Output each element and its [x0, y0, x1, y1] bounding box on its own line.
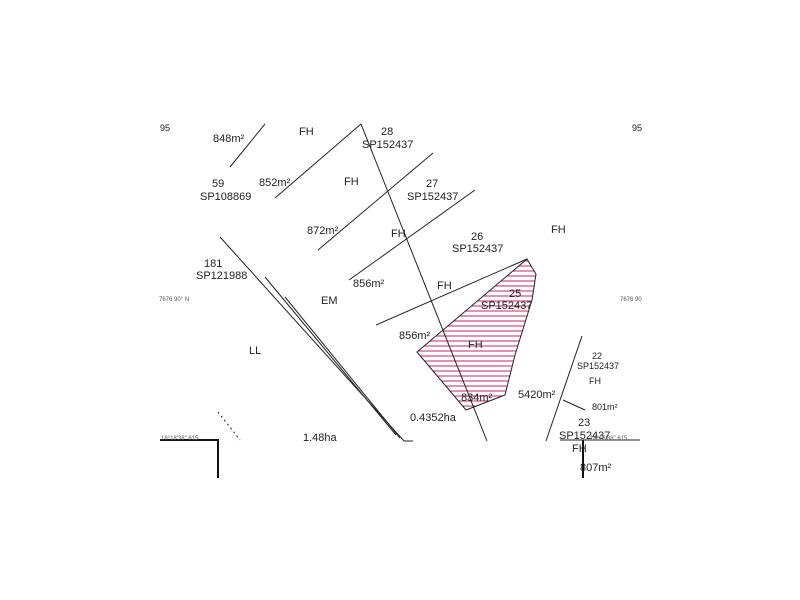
lot-181-plan: SP121988: [196, 270, 247, 282]
parcel-59-plan: SP108869: [200, 191, 251, 203]
lot-unl-25-boundary: [375, 258, 528, 326]
road-boundary-inner: [264, 276, 397, 436]
margin-note-bottom-left: 18°18'38" 615: [161, 436, 199, 442]
lot-181-number: 181: [204, 258, 222, 270]
lot-28-tenure: FH: [299, 126, 314, 138]
margin-note-left: 7676 90° N: [159, 297, 189, 303]
lot-26-unl-boundary: [348, 189, 476, 281]
lot-22-23-boundary: [562, 399, 586, 411]
lot-25-boundary[interactable]: [416, 258, 537, 411]
ll-area: 1.48ha: [303, 432, 338, 444]
lot-27-number: 27: [426, 178, 438, 190]
road-boundary-inner2: [284, 296, 401, 439]
margin-note-bottom-right: 18°18'38" 615: [590, 436, 628, 442]
parcel-59-number: 59: [212, 178, 224, 190]
lot-23-plan: SP152437: [559, 430, 610, 442]
lot-unlabelled-tenure: FH: [437, 280, 452, 292]
margin-note-right: 7676 90: [620, 297, 642, 303]
lot-22-west-boundary: [545, 335, 583, 442]
lot-28-plan: SP152437: [362, 139, 413, 151]
ll-corner-boundary: [160, 439, 219, 478]
lot-28-27-boundary: [274, 123, 362, 199]
lot-27-plan: SP152437: [407, 191, 458, 203]
lot-25-area: 856m²: [399, 330, 431, 342]
lot-25-tenure: FH: [468, 339, 483, 351]
corner-top-left: 95: [160, 123, 170, 133]
lot-25-inner-area: 834m²: [461, 392, 493, 404]
lot-27-area: 852m²: [259, 177, 291, 189]
lot-27-26-boundary: [317, 152, 434, 251]
road-area: 0.4352ha: [410, 412, 457, 424]
road-boundary-east: [360, 123, 488, 442]
lot-25-plan: SP152437: [481, 300, 532, 312]
ll-label: LL: [249, 345, 261, 357]
road-boundary-west: [219, 236, 405, 442]
lot-22-area: 801m²: [592, 402, 618, 412]
lot-28-area: 848m²: [213, 133, 245, 145]
right-fh: FH: [551, 224, 566, 236]
lot-26-tenure: FH: [391, 228, 406, 240]
lot-23-number: 23: [578, 417, 590, 429]
lot-23-tenure: FH: [572, 443, 587, 455]
lot-25-number: 25: [509, 288, 521, 300]
lot-23-area: 807m²: [580, 462, 612, 474]
lot-22-number: 22: [592, 351, 602, 361]
lot-26-number: 26: [471, 231, 483, 243]
lot-26-area: 872m²: [307, 225, 339, 237]
lot-27-tenure: FH: [344, 176, 359, 188]
lot-22-plan: SP152437: [577, 361, 619, 371]
lot-26-plan: SP152437: [452, 243, 503, 255]
lot-22-tenure: FH: [589, 376, 601, 386]
easement-label: EM: [321, 295, 338, 307]
lot-unlabelled-area: 856m²: [353, 278, 385, 290]
lot-28-number: 28: [381, 126, 393, 138]
corner-top-right: 95: [632, 123, 642, 133]
dashed-mark: [217, 411, 241, 441]
lot-28-west-boundary: [229, 123, 266, 168]
right-area: 5420m²: [518, 389, 556, 401]
